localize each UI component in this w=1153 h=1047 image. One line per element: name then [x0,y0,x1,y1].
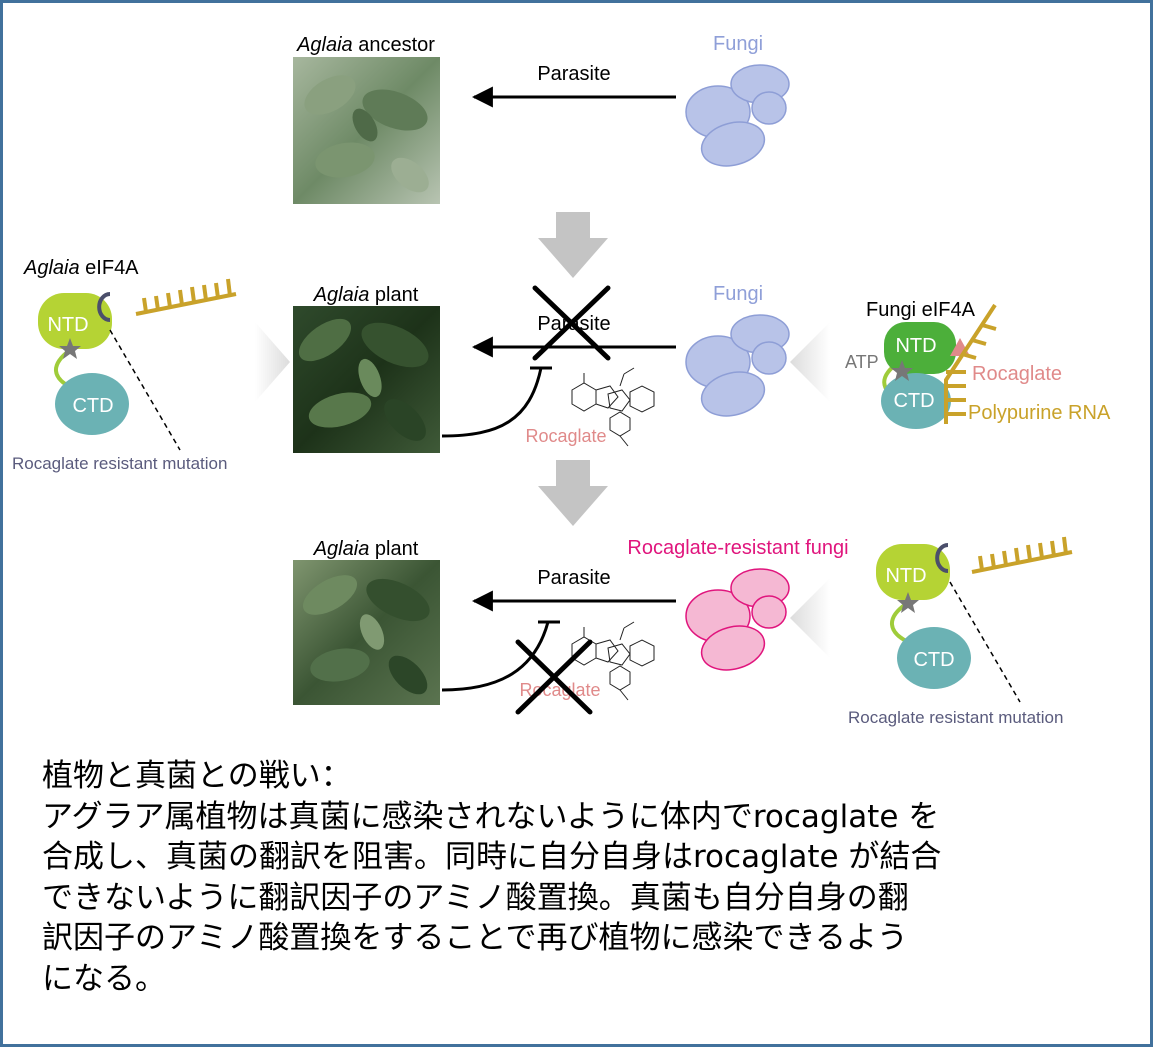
chevron-left-middle [255,322,290,402]
rna-comb-right [944,303,997,424]
plant-title-bottom: Aglaia plant [313,538,419,560]
plant-photo-bottom [293,560,440,705]
rocaglate-structure-middle [571,367,655,447]
ntd-domain-bottom-right [876,544,950,600]
ctd-label-right: CTD [893,390,934,412]
rna-label-right: Polypurine RNA [968,402,1111,424]
binding-pocket-bottom-right [935,543,949,573]
caption-heading: 植物と真菌との戦い： [42,758,352,794]
ctd-label-left: CTD [72,395,113,417]
rocaglate-label-bottom: Rocaglate [519,680,600,700]
mutation-star-left [59,338,81,359]
rocaglate-label-middle: Rocaglate [525,426,606,446]
rocaglate-label-right: Rocaglate [972,363,1062,385]
atp-label: ATP [845,352,879,372]
plant-title-middle: Aglaia plant [313,284,419,306]
fungi-cluster-top [685,64,790,167]
mutation-label-left: Rocaglate resistant mutation [12,454,227,473]
caption-line-4: 訳因子のアミノ酸置換をすることで再び植物に感染できるよう [42,920,908,956]
linker-bottom-right [890,602,909,644]
plant-photo-middle [293,306,440,453]
resistant-fungi-label: Rocaglate-resistant fungi [627,537,848,559]
atp-star-right [891,360,913,381]
ntd-label-bottom-right: NTD [885,565,926,587]
ntd-label-left: NTD [47,314,88,336]
ctd-domain-bottom-right [897,627,971,689]
parasite-label-top: Parasite [537,63,610,85]
caption-line-3: できないように翻訳因子のアミノ酸置換。真菌も自分自身の翻 [42,879,909,916]
rna-comb-bottom-right [971,536,1073,574]
block-cross-middle [532,285,611,361]
caption-line-1: アグラア属植物は真菌に感染されないように体内でrocaglate を [42,798,940,835]
ctd-domain-left [55,373,129,435]
fungi-label-top: Fungi [713,33,763,55]
aglaia-eif4a-title: Aglaia eIF4A [23,257,139,279]
ntd-domain-left [38,293,112,349]
chevron-right-bottom [790,578,830,658]
caption: 植物と真菌との戦い： アグラア属植物は真菌に感染されないように体内でrocagl… [42,756,1122,999]
rna-comb-left [135,278,237,316]
mutation-label-bottom-right: Rocaglate resistant mutation [848,708,1063,727]
ctd-domain-right [881,373,951,429]
diagram: Aglaia ancestor Parasite Fungi Aglaia pl… [12,33,1111,727]
inhibition-line-bottom [441,621,550,692]
fungi-cluster-middle [685,314,790,417]
ancestor-title: Aglaia ancestor [296,34,435,56]
fungi-label-middle: Fungi [713,283,763,305]
fungi-cluster-bottom [685,568,790,671]
caption-line-5: になる。 [42,960,166,997]
ancestor-plant-photo [293,57,440,204]
ntd-label-right: NTD [895,335,936,357]
down-arrow-2 [538,460,608,526]
binding-pocket-left [97,292,111,322]
ctd-label-bottom-right: CTD [913,649,954,671]
parasite-label-bottom: Parasite [537,567,610,589]
chevron-right-middle [790,322,830,402]
fungi-eif4a-title: Fungi eIF4A [866,299,976,321]
caption-line-2: 合成し、真菌の翻訳を阻害。同時に自分自身はrocaglate が結合 [42,839,942,875]
inhibition-line-middle [441,367,543,438]
mutation-star-bottom-right [897,592,919,613]
down-arrow-1 [538,212,608,278]
block-cross-bottom [515,639,593,715]
